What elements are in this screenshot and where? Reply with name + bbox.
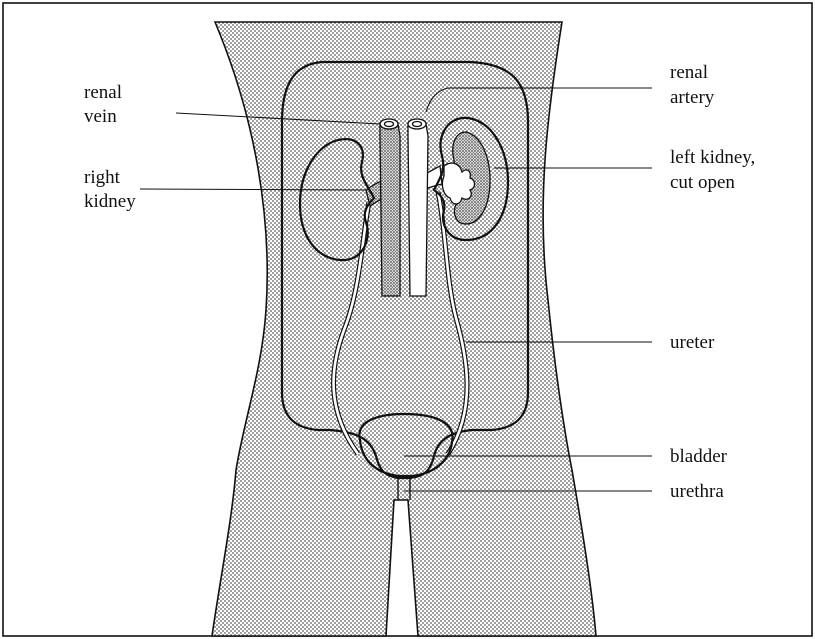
vena-cava-lumen xyxy=(385,122,394,127)
vena-cava xyxy=(380,124,400,296)
label-urethra: urethra xyxy=(670,481,724,502)
aorta-lumen xyxy=(413,122,422,127)
label-renal-artery-line2: artery xyxy=(670,87,715,108)
label-bladder: bladder xyxy=(670,446,728,467)
label-left-kidney-line2: cut open xyxy=(670,172,735,193)
label-left-kidney-line1: left kidney, xyxy=(670,147,755,168)
label-right-kidney-line2: kidney xyxy=(84,191,136,212)
label-right-kidney-line1: right xyxy=(84,167,121,188)
label-renal-vein-line1: renal xyxy=(84,82,122,103)
label-ureter: ureter xyxy=(670,332,715,353)
label-renal-vein-line2: vein xyxy=(84,106,117,127)
label-renal-artery-line1: renal xyxy=(670,62,708,83)
aorta xyxy=(408,124,428,296)
